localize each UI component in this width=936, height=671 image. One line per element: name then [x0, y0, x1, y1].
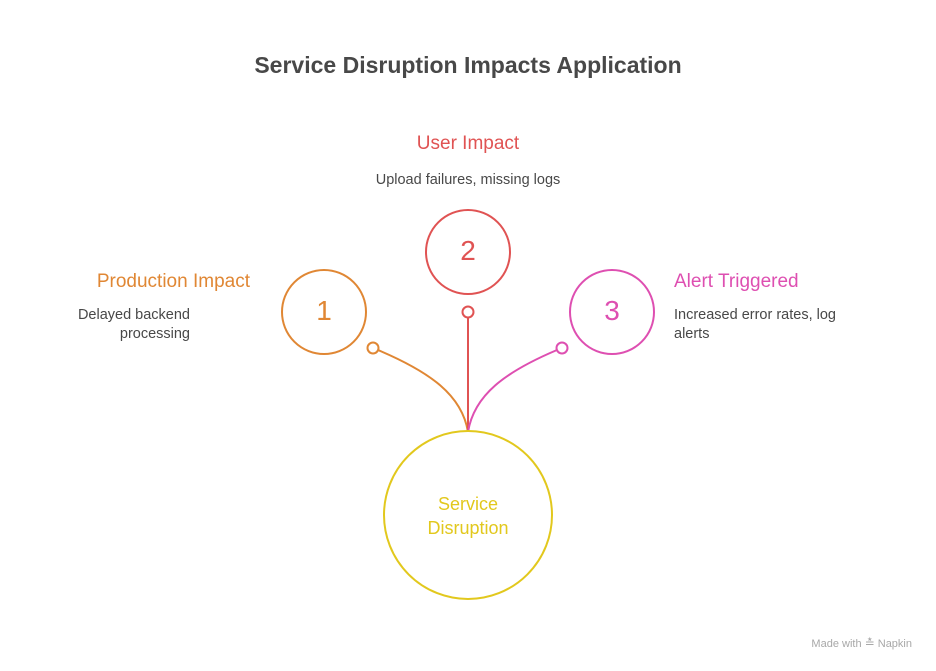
item-title-user: User Impact [416, 133, 520, 154]
connector-alert [467, 349, 558, 433]
circle-2 [425, 209, 511, 295]
connector-dot-user [461, 305, 475, 319]
item-number-3: 3 [604, 295, 620, 326]
footer-brand: Napkin [877, 638, 912, 650]
desc-line: alerts [674, 326, 710, 342]
item-title-alert: Alert Triggered [674, 271, 799, 292]
item-description-alert: Increased error rates, log alerts [674, 306, 836, 344]
center-circle [383, 430, 553, 600]
center-label-line: Disruption [427, 518, 509, 538]
footer-text: Made with [811, 638, 862, 650]
item-number-2: 2 [460, 235, 476, 266]
desc-line: processing [119, 326, 190, 342]
item-description-production: Delayed backend processing [78, 306, 190, 344]
connector-production [377, 349, 469, 433]
connector-dot-alert [555, 341, 569, 355]
desc-line: Increased error rates, log [674, 307, 836, 323]
connector-dot-production [366, 341, 380, 355]
center-label: Service Disruption [384, 492, 552, 540]
napkin-logo-icon: ≛ [864, 636, 875, 650]
diagram-title: Service Disruption Impacts Application [254, 52, 682, 78]
circle-3 [569, 269, 655, 355]
footer-credit: Made with ≛ Napkin [811, 636, 912, 650]
center-label-line: Service [437, 494, 499, 514]
item-number-1: 1 [316, 295, 332, 326]
desc-line: Delayed backend [77, 307, 190, 323]
item-description-user: Upload failures, missing logs [375, 172, 561, 188]
item-title-production: Production Impact [96, 271, 250, 292]
circle-1 [281, 269, 367, 355]
